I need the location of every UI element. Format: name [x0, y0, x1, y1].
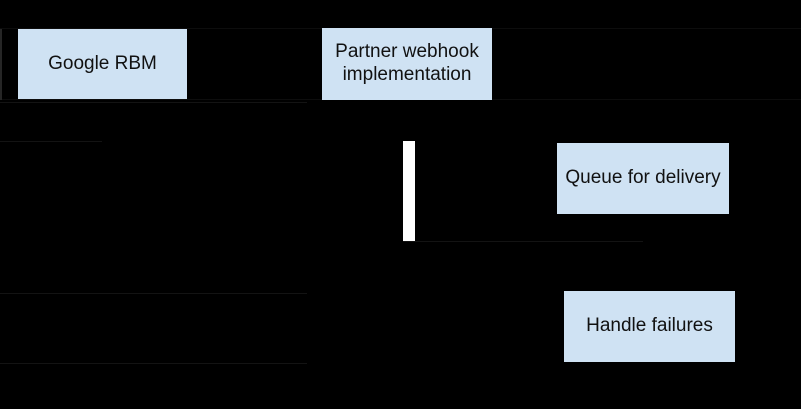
node-partner-webhook-implementation: Partner webhook implementation: [322, 28, 492, 100]
connector-line-3: [403, 241, 643, 242]
node-handle-label: Handle failures: [586, 315, 713, 337]
left-edge-node-sliver: [0, 29, 2, 100]
node-queue-for-delivery: Queue for delivery: [557, 143, 729, 214]
connector-line-1: [0, 102, 307, 103]
connector-line-4: [0, 293, 307, 294]
lifeline-activation-bar: [403, 141, 415, 241]
node-google-rbm: Google RBM: [18, 29, 187, 99]
connector-line-5: [0, 363, 307, 364]
node-google-rbm-label: Google RBM: [48, 52, 157, 74]
node-handle-failures: Handle failures: [564, 291, 735, 362]
connector-line-2: [0, 141, 102, 142]
node-partner-webhook-label: Partner webhook implementation: [335, 41, 479, 85]
node-queue-label: Queue for delivery: [565, 167, 721, 189]
